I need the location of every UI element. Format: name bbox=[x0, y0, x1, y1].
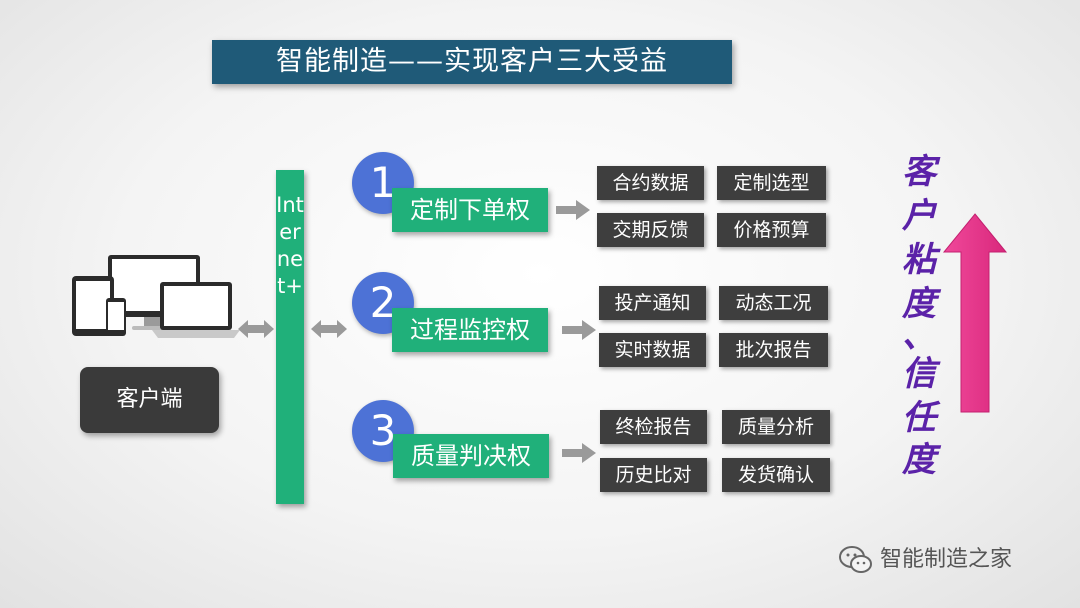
number-circle-1: 1 bbox=[352, 152, 414, 214]
right-box-process-monitoring: 过程监控权 bbox=[392, 308, 548, 352]
double-arrow-icon bbox=[238, 320, 274, 338]
double-arrow-icon bbox=[311, 320, 347, 338]
item-batch-report: 批次报告 bbox=[719, 333, 828, 367]
item-history-comparison: 历史比对 bbox=[600, 458, 707, 492]
benefit-char-7: 任 bbox=[902, 398, 936, 438]
item-shipping-confirmation: 发货确认 bbox=[722, 458, 830, 492]
item-contract-data: 合约数据 bbox=[597, 166, 704, 200]
item-delivery-feedback: 交期反馈 bbox=[597, 213, 704, 247]
internet-label: Internet+ bbox=[276, 193, 304, 298]
item-price-budget: 价格预算 bbox=[717, 213, 826, 247]
item-custom-selection: 定制选型 bbox=[717, 166, 826, 200]
item-production-notice: 投产通知 bbox=[599, 286, 706, 320]
benefit-char-1: 客 bbox=[902, 152, 936, 192]
right-box-custom-order: 定制下单权 bbox=[392, 188, 548, 232]
wechat-icon bbox=[839, 546, 872, 573]
benefit-char-3: 粘 bbox=[902, 240, 936, 280]
benefit-char-6: 信 bbox=[902, 354, 936, 394]
page-title: 智能制造——实现客户三大受益 bbox=[212, 40, 732, 84]
right-arrow-icon bbox=[556, 200, 590, 220]
item-dynamic-status: 动态工况 bbox=[719, 286, 828, 320]
item-realtime-data: 实时数据 bbox=[599, 333, 706, 367]
right-arrow-icon bbox=[562, 320, 596, 340]
up-arrow-icon bbox=[942, 213, 1008, 413]
benefit-char-4: 度 bbox=[902, 284, 936, 324]
watermark-text: 智能制造之家 bbox=[880, 547, 1013, 572]
item-final-inspection-report: 终检报告 bbox=[600, 410, 707, 444]
benefit-char-5: 、 bbox=[902, 316, 936, 356]
client-box: 客户端 bbox=[80, 367, 219, 433]
benefit-char-2: 户 bbox=[902, 196, 936, 236]
benefit-char-8: 度 bbox=[902, 440, 936, 480]
watermark: 智能制造之家 bbox=[838, 542, 1012, 578]
item-quality-analysis: 质量分析 bbox=[722, 410, 830, 444]
right-box-quality-judgment: 质量判决权 bbox=[393, 434, 549, 478]
right-arrow-icon bbox=[562, 443, 596, 463]
devices-icon bbox=[72, 255, 240, 338]
internet-bar: Internet+ bbox=[276, 170, 304, 504]
